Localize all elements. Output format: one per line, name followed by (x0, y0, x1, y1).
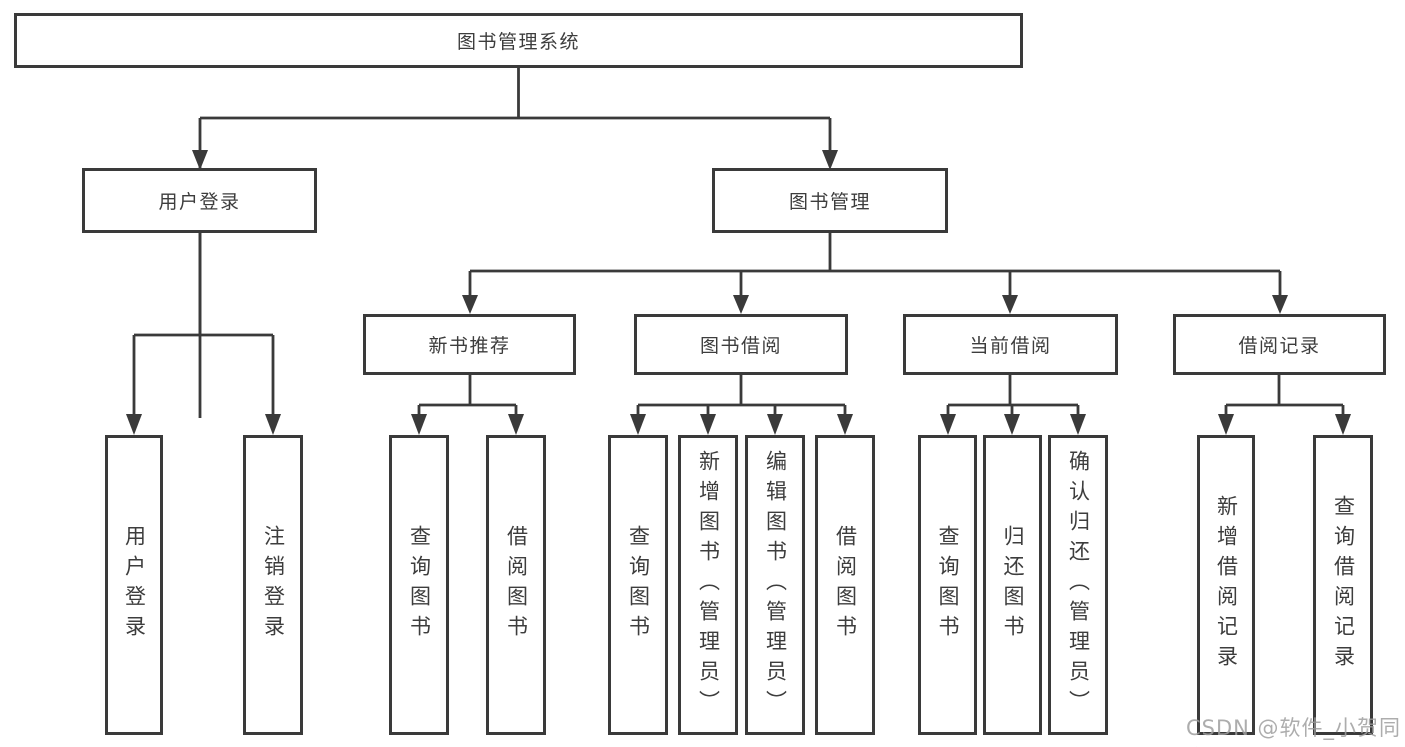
edge-bookmgmt-level3 (468, 233, 1282, 297)
node-book-borrowing: 图书借阅 (634, 314, 848, 375)
edge-records-leaves (1224, 375, 1345, 418)
leaf-borrowing-search-books-label: 查询图书 (626, 525, 651, 645)
arrow-borrowing-records (1272, 295, 1288, 314)
node-new-book-label: 新书推荐 (428, 335, 511, 357)
leaf-newbook-borrow-books: 借阅图书 (486, 435, 546, 735)
arrow-leaf-bb-borrow (837, 414, 853, 435)
leaf-newbook-borrow-books-label: 借阅图书 (504, 525, 529, 645)
node-new-book-recommendation: 新书推荐 (363, 314, 576, 375)
leaf-current-search-books: 查询图书 (918, 435, 977, 735)
leaf-current-confirm-return-admin-label: 确认归还（管理员） (1066, 450, 1091, 720)
node-root: 图书管理系统 (14, 13, 1023, 68)
node-book-borrowing-label: 图书借阅 (699, 335, 782, 357)
leaf-user-login-label: 用户登录 (122, 525, 147, 645)
leaf-records-add-record-label: 新增借阅记录 (1214, 495, 1239, 675)
edge-current-leaves (946, 375, 1080, 418)
node-user-login-label: 用户登录 (158, 191, 241, 213)
arrow-leaf-bb-search (630, 414, 646, 435)
node-borrowing-records: 借阅记录 (1173, 314, 1386, 375)
arrow-current-borrowing (1002, 295, 1018, 314)
node-current-borrowing-label: 当前借阅 (969, 335, 1052, 357)
node-root-label: 图书管理系统 (456, 31, 580, 53)
arrow-user-login (192, 150, 208, 170)
edge-root-level2 (198, 68, 832, 418)
leaf-newbook-search-books-label: 查询图书 (407, 525, 432, 645)
node-user-login: 用户登录 (82, 168, 317, 233)
arrow-book-management (822, 150, 838, 170)
arrow-leaf-cb-return (1004, 414, 1020, 435)
leaf-borrowing-borrow-books-label: 借阅图书 (833, 525, 858, 645)
csdn-watermark: CSDN @软件_小贺同学 (1186, 716, 1402, 747)
node-book-management: 图书管理 (712, 168, 948, 233)
arrowheads (126, 150, 1351, 435)
leaf-records-search-record: 查询借阅记录 (1313, 435, 1373, 735)
leaf-logout-label: 注销登录 (261, 525, 286, 645)
leaf-records-add-record: 新增借阅记录 (1197, 435, 1255, 735)
leaf-current-search-books-label: 查询图书 (936, 525, 960, 645)
arrow-leaf-nb-search (411, 414, 427, 435)
leaf-current-return-books-label: 归还图书 (1001, 525, 1025, 645)
arrow-leaf-br-add (1218, 414, 1234, 435)
edge-newbook-leaves (417, 375, 518, 418)
node-borrowing-records-label: 借阅记录 (1238, 335, 1321, 357)
leaf-current-return-books: 归还图书 (983, 435, 1042, 735)
arrow-leaf-user-login (126, 414, 142, 435)
leaf-user-login: 用户登录 (105, 435, 163, 735)
arrow-new-book (462, 295, 478, 314)
leaf-records-search-record-label: 查询借阅记录 (1331, 495, 1356, 675)
leaf-borrowing-add-books-admin-label: 新增图书（管理员） (696, 450, 721, 720)
arrow-leaf-br-search (1335, 414, 1351, 435)
arrow-leaf-nb-borrow (508, 414, 524, 435)
leaf-borrowing-borrow-books: 借阅图书 (815, 435, 875, 735)
leaf-borrowing-edit-books-admin-label: 编辑图书（管理员） (763, 450, 788, 720)
arrow-leaf-bb-add (700, 414, 716, 435)
arrow-book-borrowing (733, 295, 749, 314)
leaf-borrowing-search-books: 查询图书 (608, 435, 668, 735)
edge-borrowing-leaves (636, 375, 847, 418)
edge-userlogin-leaves (132, 233, 275, 418)
arrow-leaf-cb-search (940, 414, 956, 435)
leaf-borrowing-add-books-admin: 新增图书（管理员） (678, 435, 738, 735)
leaf-borrowing-edit-books-admin: 编辑图书（管理员） (745, 435, 805, 735)
arrow-leaf-cb-confirm (1070, 414, 1086, 435)
arrow-leaf-logout (265, 414, 281, 435)
leaf-newbook-search-books: 查询图书 (389, 435, 449, 735)
leaf-logout: 注销登录 (243, 435, 303, 735)
leaf-current-confirm-return-admin: 确认归还（管理员） (1048, 435, 1108, 735)
arrow-leaf-bb-edit (767, 414, 783, 435)
node-current-borrowing: 当前借阅 (903, 314, 1118, 375)
node-book-management-label: 图书管理 (788, 191, 871, 213)
